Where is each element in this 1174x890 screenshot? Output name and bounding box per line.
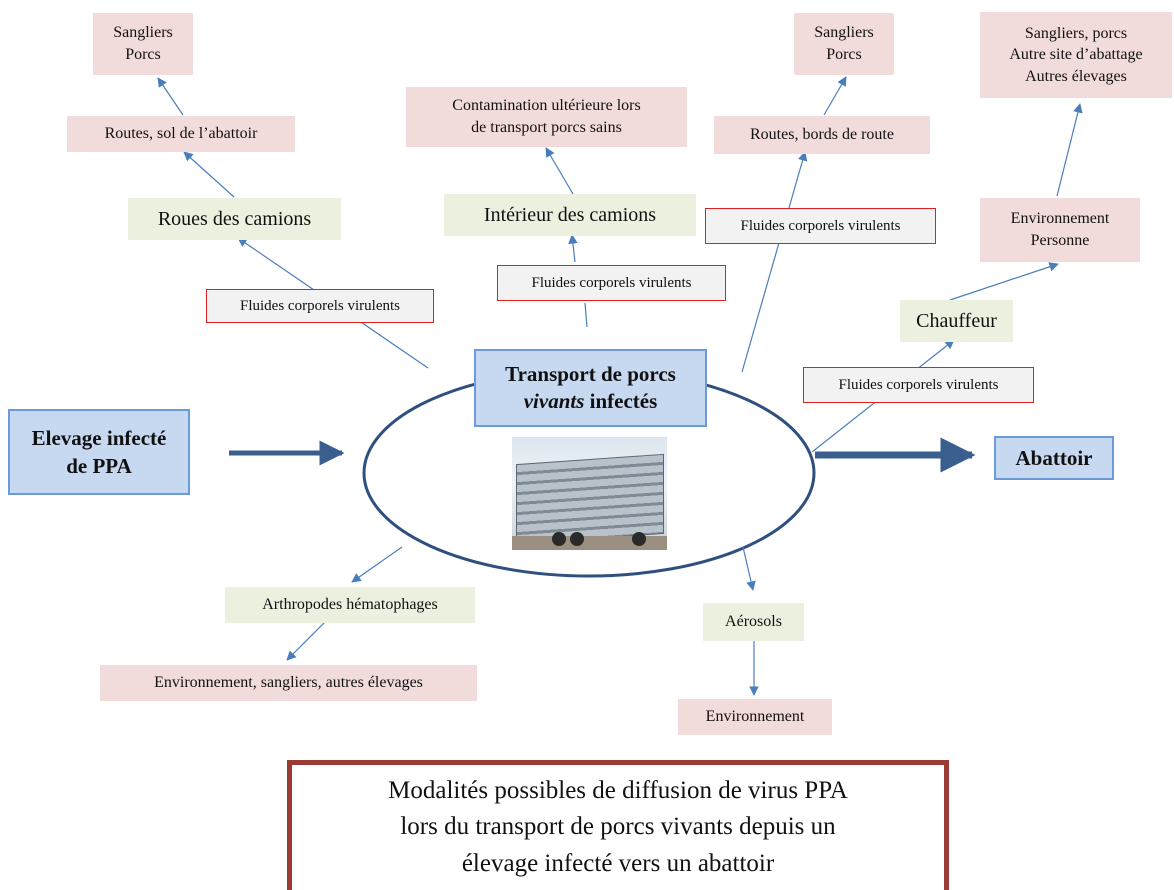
line-center-to-fluides-2	[584, 302, 588, 328]
environnement-box: Environnement	[678, 699, 832, 735]
env-personne-box: Environnement Personne	[980, 198, 1140, 262]
interieur-box: Intérieur des camions	[444, 194, 696, 236]
center-line1: Transport de porcs	[505, 361, 676, 386]
truck-photo	[512, 437, 667, 550]
arrow-to-interieur	[568, 234, 578, 263]
routes-bords-box: Routes, bords de route	[714, 116, 930, 154]
aerosols-box: Aérosols	[703, 603, 804, 641]
sangliers-autres-box: Sangliers, porcs Autre site d’abattage A…	[980, 12, 1172, 98]
elevage-box: Elevage infecté de PPA	[8, 409, 190, 495]
arrow-to-routes-bords	[741, 151, 808, 373]
roues-box: Roues des camions	[128, 198, 341, 240]
center-line2-rest: infectés	[584, 389, 658, 413]
arrow-to-env-sangliers	[286, 619, 328, 661]
arrow-to-sangliers-mid	[823, 76, 847, 116]
arrow-to-arthropodes	[351, 546, 403, 583]
arrow-to-env-personne	[949, 262, 1059, 301]
sangliers-porcs-left-box: Sangliers Porcs	[93, 13, 193, 75]
diagram-caption: Modalités possibles de diffusion de viru…	[287, 760, 949, 890]
contamination-box: Contamination ultérieure lors de transpo…	[406, 87, 687, 147]
abattoir-box: Abattoir	[994, 436, 1114, 480]
routes-sol-box: Routes, sol de l’abattoir	[67, 116, 295, 152]
caption-line2: lors du transport de porcs vivants depui…	[400, 813, 836, 841]
fluides-box-1: Fluides corporels virulents	[206, 289, 434, 323]
truck-wheel	[552, 532, 566, 546]
truck-wheel	[632, 532, 646, 546]
truck-ground	[512, 536, 667, 550]
fluides-box-2: Fluides corporels virulents	[497, 265, 726, 301]
caption-line1: Modalités possibles de diffusion de viru…	[388, 777, 848, 804]
arrow-to-contamination	[545, 147, 574, 195]
center-transport-box: Transport de porcs vivants infectés	[474, 349, 707, 427]
fluides-box-4: Fluides corporels virulents	[803, 367, 1034, 403]
env-sangliers-box: Environnement, sangliers, autres élevage…	[100, 665, 477, 701]
chauffeur-box: Chauffeur	[900, 300, 1013, 342]
sangliers-porcs-mid-box: Sangliers Porcs	[794, 13, 894, 75]
arrow-to-sangliers-autres	[1056, 103, 1083, 197]
caption-line3: élevage infecté vers un abattoir	[461, 849, 775, 877]
center-line2: vivants infectés	[524, 388, 658, 415]
center-line2-italic: vivants	[523, 389, 585, 413]
arthropodes-box: Arthropodes hématophages	[225, 587, 475, 623]
arrow-to-sangliers-left	[157, 77, 184, 116]
truck-trailer	[516, 453, 664, 545]
truck-wheel	[570, 532, 584, 546]
arrow-to-aerosols	[742, 546, 756, 591]
fluides-box-3: Fluides corporels virulents	[705, 208, 936, 244]
arrow-to-routes-sol	[183, 151, 235, 198]
